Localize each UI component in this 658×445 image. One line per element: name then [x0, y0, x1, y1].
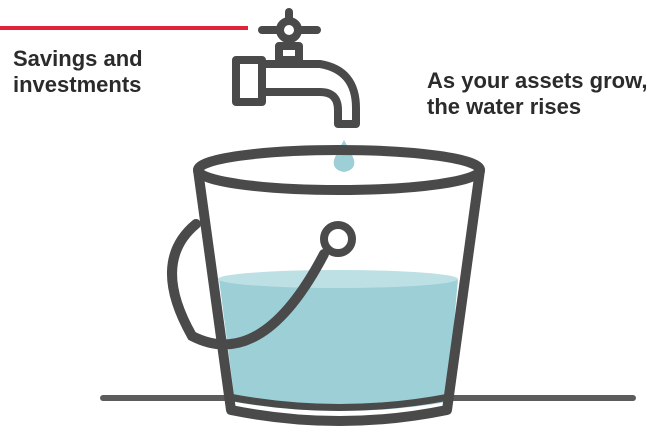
savings-label: Savings and investments — [13, 46, 143, 98]
water-rises-label-line1: As your assets grow, — [427, 68, 647, 94]
bucket-icon — [172, 150, 480, 421]
savings-label-line2: investments — [13, 72, 143, 98]
water-rises-label: As your assets grow, the water rises — [427, 68, 647, 120]
savings-label-line1: Savings and — [13, 46, 143, 72]
faucet-icon — [236, 12, 356, 124]
water-rises-label-line2: the water rises — [427, 94, 647, 120]
water-drop-icon — [334, 140, 355, 172]
